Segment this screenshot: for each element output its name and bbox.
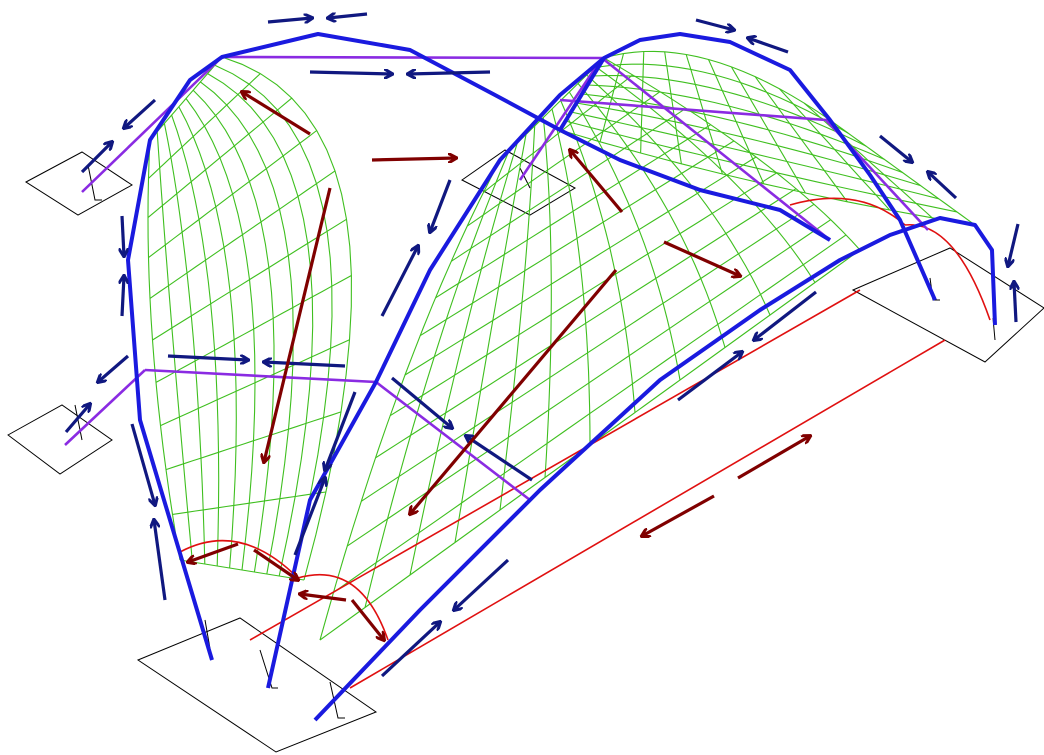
- mesh-line: [603, 50, 831, 121]
- red-arrow: [300, 594, 347, 602]
- red-arrow: [642, 494, 715, 536]
- mesh-line: [577, 83, 726, 348]
- blue-arrow: [748, 38, 789, 54]
- blue-arrow: [309, 72, 392, 74]
- blue-arrow: [1014, 282, 1016, 323]
- force-arrows-blue: [64, 14, 1020, 678]
- mesh-line: [568, 91, 681, 381]
- blue-arrow: [466, 436, 533, 482]
- blue-arrow: [695, 18, 734, 30]
- red-arrow: [264, 187, 332, 462]
- arches: [126, 32, 997, 722]
- blue-arrow: [98, 354, 130, 382]
- blue-arrow: [130, 423, 155, 505]
- mesh-line: [586, 74, 771, 316]
- blue-arrow: [380, 622, 440, 678]
- base-arch-red-4: [904, 224, 991, 321]
- red-arrow: [663, 240, 740, 276]
- red-arrow: [253, 548, 298, 580]
- blue-arrow: [380, 246, 418, 317]
- edge-beam-back-right: [559, 98, 929, 231]
- blue-arrow: [430, 179, 452, 232]
- edge-beam-left-top: [81, 56, 223, 193]
- blue-arrow: [325, 391, 357, 470]
- blue-arrow: [408, 72, 491, 74]
- blue-arrow: [1008, 223, 1020, 266]
- red-arrow: [410, 268, 618, 514]
- blue-arrow: [390, 376, 452, 428]
- red-arrow: [737, 436, 810, 480]
- mesh-line: [576, 102, 921, 187]
- arch-front-center: [266, 56, 606, 689]
- blue-arrow: [167, 354, 248, 360]
- arch-inner: [559, 128, 832, 242]
- blue-arrow: [124, 98, 157, 128]
- blue-arrow: [264, 362, 346, 368]
- blue-arrow: [928, 172, 958, 200]
- red-arrow: [188, 542, 239, 562]
- mesh-line: [454, 134, 527, 543]
- mesh-line: [185, 98, 256, 571]
- mesh-line: [551, 108, 591, 446]
- footing-back-center: [461, 149, 577, 216]
- tie-cable-1: [249, 289, 861, 641]
- mesh-line: [598, 63, 849, 134]
- mesh-line: [214, 64, 333, 579]
- mesh-line: [587, 84, 885, 160]
- mesh-line: [592, 75, 867, 147]
- blue-arrow: [293, 478, 325, 556]
- edge-beams: [64, 55, 929, 502]
- blue-arrow: [454, 558, 510, 610]
- mesh-line: [499, 125, 536, 511]
- blue-arrow: [677, 352, 742, 402]
- mesh-line: [200, 81, 294, 575]
- red-arrow: [350, 599, 384, 640]
- blue-arrow: [328, 14, 368, 18]
- mesh-line: [364, 151, 510, 608]
- footing-front: [136, 617, 378, 753]
- support-post-1: [204, 619, 345, 719]
- edge-beam-back: [518, 57, 604, 181]
- mesh-line: [559, 129, 976, 226]
- shell-mesh: [147, 50, 976, 641]
- force-arrows-red: [188, 92, 810, 640]
- blue-arrow: [80, 142, 112, 174]
- mesh-line: [560, 100, 636, 413]
- blue-arrow: [122, 215, 124, 256]
- footing-left-mid: [7, 404, 113, 475]
- red-arrow: [242, 92, 311, 136]
- arch-front-right: [313, 216, 997, 722]
- mesh-line: [156, 131, 193, 563]
- footing-left-top: [25, 151, 133, 216]
- mesh-line: [570, 111, 939, 200]
- mesh-line: [171, 114, 220, 567]
- base-arch-red-2: [297, 573, 389, 641]
- mesh-line: [409, 142, 518, 576]
- blue-arrow: [64, 404, 90, 434]
- mesh-line: [163, 123, 206, 565]
- blue-arrow: [122, 276, 124, 317]
- base-arch-red-1: [179, 539, 299, 579]
- mesh-line: [565, 120, 958, 213]
- edge-beam-left-mid: [64, 369, 146, 446]
- blue-arrow: [267, 18, 312, 22]
- base-arch-red-3: [789, 197, 906, 226]
- mesh-line: [542, 117, 552, 478]
- mesh-line: [207, 73, 314, 577]
- blue-arrow: [878, 134, 912, 162]
- mesh-line: [319, 159, 501, 641]
- tie-cables: [179, 197, 991, 689]
- mesh-line: [178, 106, 237, 569]
- support-post-2: [74, 164, 996, 441]
- blue-arrow: [754, 290, 817, 340]
- red-arrow: [570, 150, 624, 214]
- blue-arrow: [154, 520, 167, 601]
- tie-cable-2: [349, 339, 946, 689]
- mesh-line: [147, 139, 181, 561]
- red-arrow: [371, 158, 456, 160]
- mesh-line: [581, 93, 903, 174]
